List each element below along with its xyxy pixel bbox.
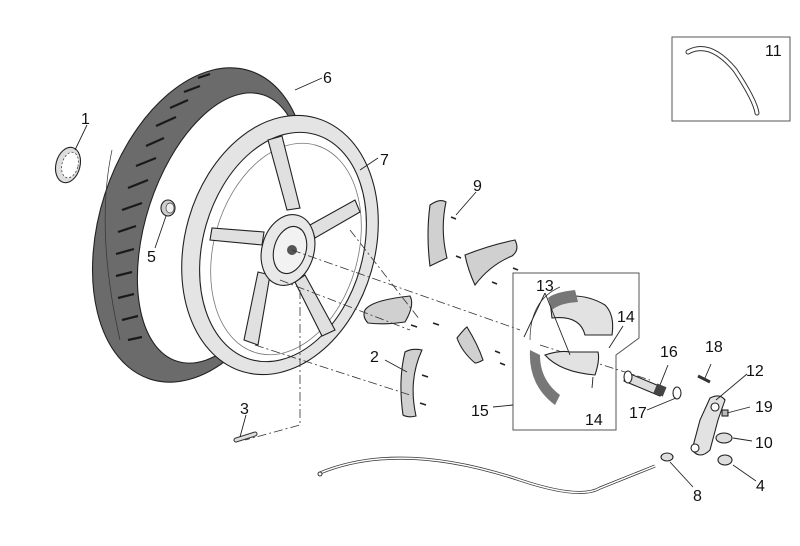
callout-11: 11 [765,43,782,60]
callout-16: 16 [660,344,678,361]
inset-box-hose [671,36,791,122]
callout-6: 6 [323,70,332,87]
leader-lines [74,77,757,488]
screws [410,216,519,406]
brake-cam-shaft [623,370,682,400]
part-5-grommet [160,199,176,217]
callout-15: 15 [471,403,489,420]
part-1-ring [54,146,82,184]
rear-wheel-rim [181,114,379,376]
callout-4: 4 [756,478,765,495]
tyre-valve [233,431,258,443]
balance-weights [363,199,518,418]
callout-13: 13 [536,278,554,295]
callout-9: 9 [473,178,482,195]
callout-8: 8 [693,488,702,505]
callout-labels: 1 2 3 4 5 6 7 8 9 10 11 12 13 14 14 15 1… [81,43,782,505]
callout-19: 19 [755,399,773,416]
callout-2: 2 [370,349,379,366]
callout-14-lower: 14 [585,412,603,429]
callout-17: 17 [629,405,647,422]
callout-12: 12 [746,363,764,380]
callout-10: 10 [755,435,773,452]
callout-18: 18 [705,339,723,356]
callout-3: 3 [240,401,249,418]
brake-cable [317,456,656,494]
callout-5: 5 [147,249,156,266]
brake-lever-assembly [660,374,733,466]
callout-14-upper: 14 [617,309,635,326]
brake-shoe-kit-box [512,272,640,431]
callout-1: 1 [81,111,90,128]
callout-7: 7 [380,152,389,169]
